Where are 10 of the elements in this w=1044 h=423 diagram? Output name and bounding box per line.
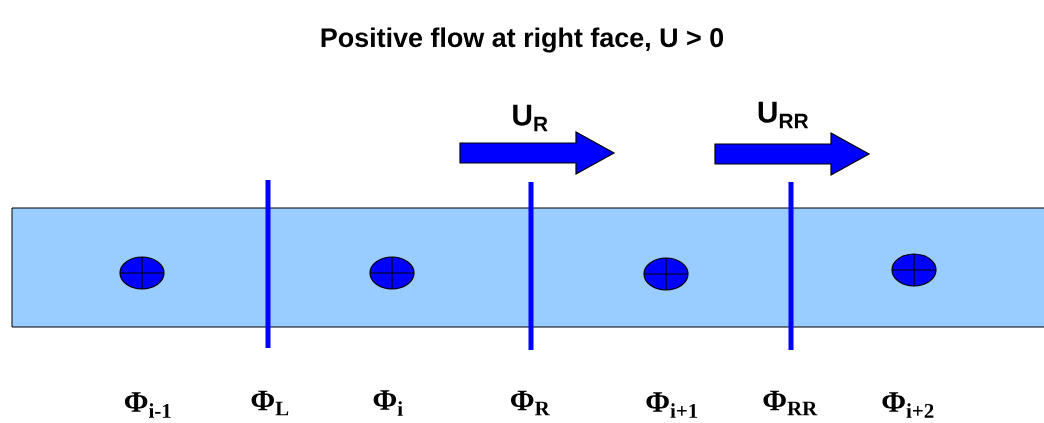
variable-label: Φ$_{L}$ bbox=[251, 390, 289, 416]
velocity-label: U$_{RR}$ bbox=[758, 101, 809, 129]
variable-label: Φ$_{R}$ bbox=[510, 390, 550, 416]
variable-label: Φ$_{i}$ bbox=[373, 390, 403, 416]
variable-label: Φ$_{i-1}$ bbox=[124, 392, 171, 418]
variable-label: Φ$_{i+1}$ bbox=[646, 392, 698, 418]
title: Positive flow at right face, U > 0 bbox=[321, 27, 724, 53]
variable-label: Φ$_{i+2}$ bbox=[882, 392, 934, 418]
velocity-label: U$_{R}$ bbox=[513, 104, 548, 132]
variable-label: Φ$_{RR}$ bbox=[763, 390, 818, 416]
